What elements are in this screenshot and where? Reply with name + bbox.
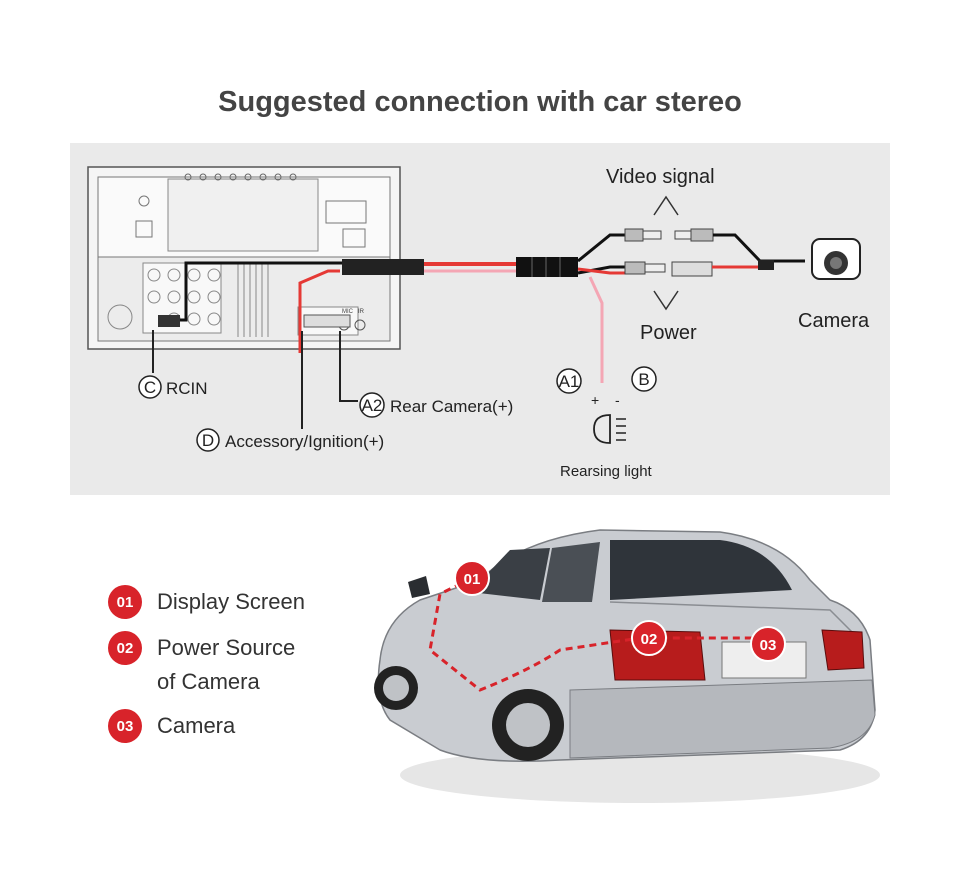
svg-text:03: 03: [760, 637, 777, 654]
ir-label: IR: [358, 309, 365, 315]
d-marker: [196, 428, 220, 452]
minus-sign: -: [615, 392, 620, 408]
car-marker-03: 03: [750, 626, 786, 662]
wiring-diagram-panel: MIC IR: [70, 143, 890, 495]
legend-label: Power Source: [157, 635, 296, 660]
connector-block: [303, 314, 351, 328]
legend-item-display-screen: 01 Display Screen: [108, 585, 305, 619]
video-rca-connector: [624, 228, 714, 242]
legend-badge: 01: [108, 585, 142, 619]
camera-icon: [811, 238, 861, 280]
harness-sleeve: [342, 259, 424, 275]
d-letter: D: [202, 431, 214, 450]
video-signal-label: Video signal: [606, 166, 715, 188]
reversing-light-label: Rearsing light: [560, 463, 653, 480]
a1-marker: [556, 368, 582, 394]
harness-connector: [516, 257, 578, 277]
mic-label: MIC: [342, 309, 354, 315]
svg-text:01: 01: [464, 571, 481, 588]
svg-text:02: 02: [641, 631, 658, 648]
d-label: Accessory/Ignition(+): [225, 432, 384, 451]
chevron-up-icon: [653, 195, 679, 216]
car-marker-02: 02: [631, 620, 667, 656]
a2-letter: A2: [362, 396, 383, 415]
chevron-down-icon: [653, 290, 679, 311]
legend-badge: 03: [108, 709, 142, 743]
car-marker-01: 01: [454, 560, 490, 596]
a1-letter: A1: [559, 372, 580, 391]
legend-label: Display Screen: [157, 589, 305, 614]
car-illustration: 01 02 03: [360, 520, 890, 820]
rcin-letter: C: [144, 378, 156, 397]
legend-label-line2: of Camera: [157, 669, 260, 694]
plus-sign: +: [591, 392, 599, 408]
legend-item-power-source: 02 Power Source of Camera: [108, 631, 295, 699]
a2-label: Rear Camera(+): [390, 397, 513, 416]
power-label: Power: [640, 322, 697, 344]
wiring-diagram: MIC IR: [87, 166, 870, 480]
legend-badge: 02: [108, 631, 142, 665]
rcin-marker: [138, 375, 162, 399]
b-marker: [631, 366, 657, 392]
power-dc-connector: [624, 261, 713, 277]
b-letter: B: [638, 370, 649, 389]
page-title: Suggested connection with car stereo: [218, 86, 742, 118]
legend-label: Camera: [157, 713, 236, 738]
reversing-light-icon: [593, 414, 626, 444]
rcin-plug: [158, 315, 180, 327]
legend-item-camera: 03 Camera: [108, 709, 235, 743]
a2-marker: [359, 392, 385, 418]
rcin-label: RCIN: [166, 379, 208, 398]
pointer-lines: [152, 330, 358, 429]
camera-label: Camera: [798, 310, 870, 332]
stereo-head-unit: MIC IR: [87, 166, 401, 350]
car-image: 01 02 03: [374, 529, 880, 803]
